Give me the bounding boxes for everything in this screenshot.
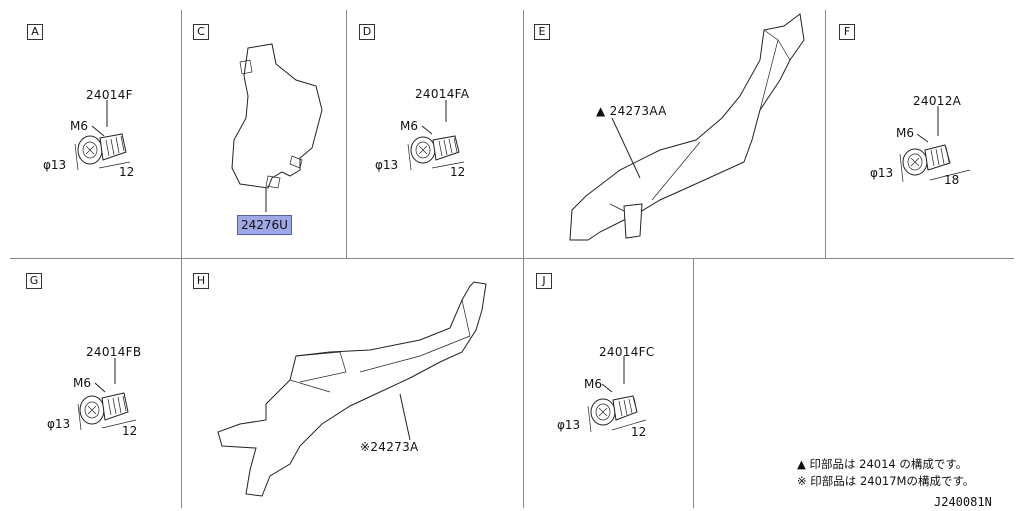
section-label-c: C <box>193 24 209 40</box>
section-label-d: D <box>359 24 375 40</box>
grid-divider <box>825 10 826 258</box>
footnotes: ▲ 印部品は 24014 の構成です。 ※ 印部品は 24017Mの構成です。 <box>797 456 974 490</box>
diameter-d: φ13 <box>375 158 399 172</box>
section-label-j: J <box>536 273 552 289</box>
part-number-e[interactable]: ▲ 24273AA <box>596 104 667 118</box>
thread-size-a: M6 <box>70 119 88 133</box>
part-number-f[interactable]: 24012A <box>913 94 962 108</box>
bolt-drawing-j <box>587 356 647 433</box>
part-number-g[interactable]: 24014FB <box>86 345 142 359</box>
cover-drawing-c <box>231 43 323 212</box>
grid-divider <box>693 258 694 508</box>
length-d: 12 <box>450 165 466 179</box>
duct-drawing-h <box>217 281 487 497</box>
grid-divider <box>523 10 524 508</box>
part-number-c-highlighted[interactable]: 24276U <box>237 215 292 235</box>
section-label-f: F <box>839 24 855 40</box>
diameter-a: φ13 <box>43 158 67 172</box>
diameter-g: φ13 <box>47 417 71 431</box>
grid-divider <box>10 258 1014 259</box>
footnote-triangle: ▲ 印部品は 24014 の構成です。 <box>797 457 968 471</box>
grid-divider <box>181 10 182 508</box>
bolt-drawing-d <box>407 100 465 171</box>
bolt-drawing-a <box>74 100 131 171</box>
part-number-j[interactable]: 24014FC <box>599 345 655 359</box>
length-j: 12 <box>631 425 647 439</box>
section-label-e: E <box>534 24 550 40</box>
diameter-j: φ13 <box>557 418 581 432</box>
length-f: 18 <box>944 173 960 187</box>
length-a: 12 <box>119 165 135 179</box>
thread-size-d: M6 <box>400 119 418 133</box>
length-g: 12 <box>122 424 138 438</box>
thread-size-f: M6 <box>896 126 914 140</box>
part-number-a[interactable]: 24014F <box>86 88 133 102</box>
footnote-asterisk: ※ 印部品は 24017Mの構成です。 <box>797 474 975 488</box>
section-label-h: H <box>193 273 209 289</box>
diameter-f: φ13 <box>870 166 894 180</box>
bolt-drawing-f <box>899 106 971 183</box>
part-number-d[interactable]: 24014FA <box>415 87 470 101</box>
bolt-drawing-g <box>77 358 137 431</box>
diagram-id: J240081N <box>934 495 992 509</box>
thread-size-j: M6 <box>584 377 602 391</box>
part-number-h[interactable]: ※24273A <box>360 440 419 454</box>
duct-drawing-e <box>569 13 805 241</box>
section-label-a: A <box>27 24 43 40</box>
grid-divider <box>346 10 347 258</box>
section-label-g: G <box>26 273 42 289</box>
thread-size-g: M6 <box>73 376 91 390</box>
